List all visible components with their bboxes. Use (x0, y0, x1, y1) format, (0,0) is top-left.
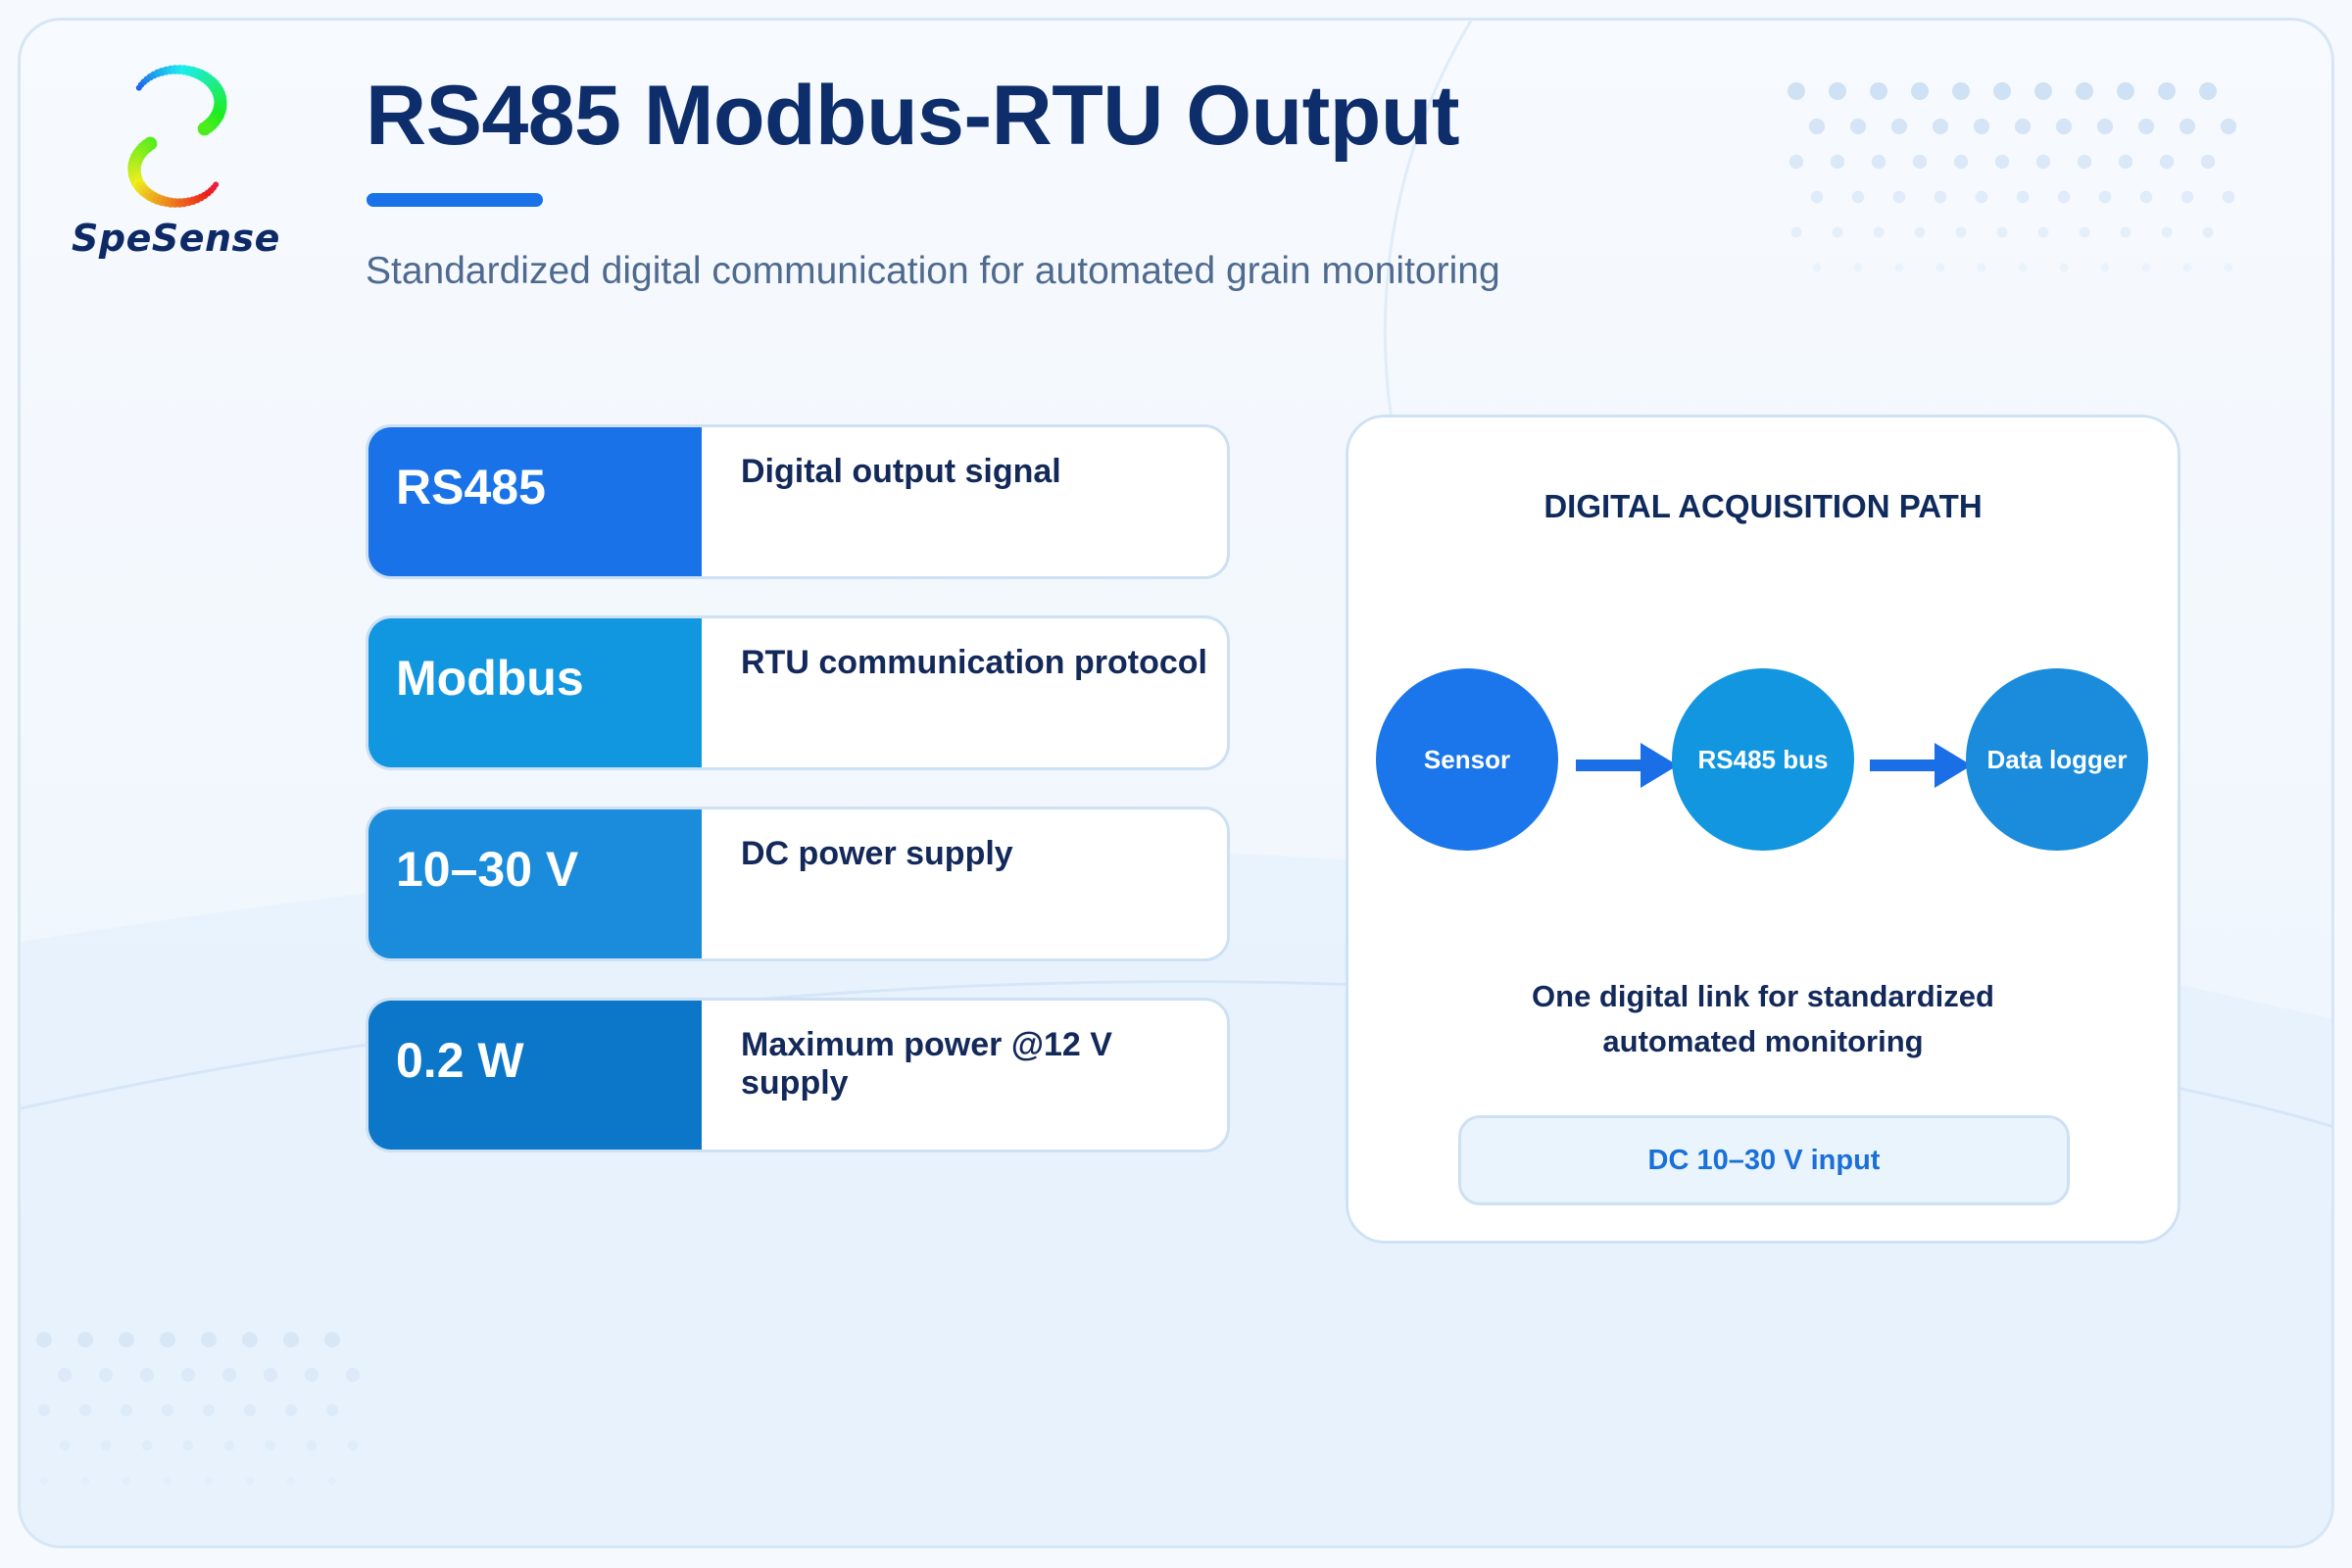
page-subtitle: Standardized digital communication for a… (366, 250, 1500, 292)
spec-description: Maximum power @12 V supply (741, 1026, 1112, 1102)
panel-caption: One digital link for standardized automa… (1348, 974, 2178, 1064)
arrow-right-icon (1576, 743, 1678, 788)
spec-value: 10–30 V (368, 809, 702, 958)
spec-row-voltage: 10–30 V DC power supply (366, 807, 1230, 961)
spec-description: RTU communication protocol (741, 644, 1207, 681)
panel-title: DIGITAL ACQUISITION PATH (1544, 488, 1983, 524)
caption-line: One digital link for standardized (1532, 979, 1994, 1013)
spesense-s-icon (127, 65, 227, 208)
brand-name: SpeSense (72, 217, 280, 260)
spec-row-power: 0.2 W Maximum power @12 V supply (366, 998, 1230, 1152)
brand-logo: SpeSense (72, 54, 287, 270)
input-badge: DC 10–30 V input (1458, 1115, 2070, 1205)
node-rs485-bus: RS485 bus (1672, 668, 1854, 851)
node-sensor: Sensor (1376, 668, 1558, 851)
page-title: RS485 Modbus-RTU Output (366, 69, 1460, 163)
spec-value: 0.2 W (368, 1001, 702, 1150)
title-underline (367, 193, 543, 207)
node-label: Sensor (1423, 744, 1511, 774)
node-label: Data logger (1986, 744, 2128, 774)
acquisition-path-panel: DIGITAL ACQUISITION PATH Sensor RS485 bu… (1346, 415, 2180, 1244)
node-data-logger: Data logger (1966, 668, 2148, 851)
spec-description: Digital output signal (741, 453, 1061, 490)
node-label: RS485 bus (1697, 744, 1829, 774)
spec-row-rs485: RS485 Digital output signal (366, 424, 1230, 579)
slide-frame: SpeSense RS485 Modbus-RTU Output Standar… (18, 18, 2334, 1548)
spec-value: RS485 (368, 427, 702, 576)
spec-description: DC power supply (741, 835, 1013, 872)
caption-line: automated monitoring (1602, 1024, 1924, 1058)
arrow-right-icon (1870, 743, 1972, 788)
spec-value: Modbus (368, 618, 702, 767)
spec-row-modbus: Modbus RTU communication protocol (366, 615, 1230, 770)
